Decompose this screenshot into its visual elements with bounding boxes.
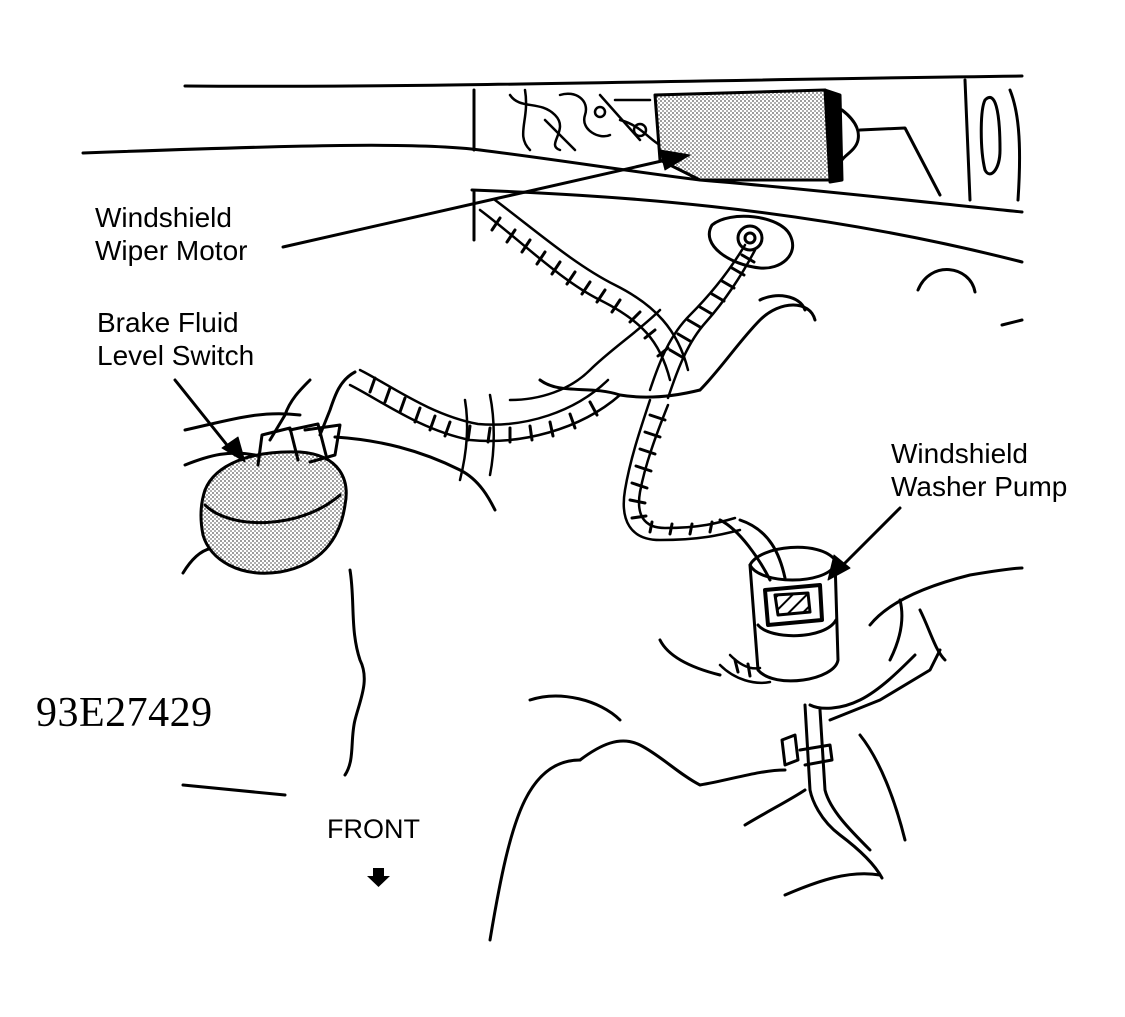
front-direction-label: FRONT [327,814,420,844]
washer-pump [718,518,840,683]
figure-id: 93E27429 [36,690,213,736]
washer-pump-label-line2: Washer Pump [891,471,1068,502]
washer-pump-label: Windshield Washer Pump [891,437,1067,503]
fender-outline [780,566,1024,880]
wiper-motor [653,88,942,197]
wiper-motor-label-line1: Windshield [95,202,232,233]
harness-ties [368,216,756,678]
brake-switch-label: Brake Fluid Level Switch [97,306,254,372]
grommet [708,214,1024,327]
firewall-outline [181,303,882,942]
wiring-harness [348,198,772,684]
washer-pump-label-line1: Windshield [891,438,1028,469]
leader-arrowheads [221,149,851,581]
leader-lines [173,156,902,575]
arrow-down-icon [367,868,390,887]
brake-fluid-reservoir [199,370,357,575]
wiper-motor-label: Windshield Wiper Motor [95,201,247,267]
wiper-linkage [508,88,662,152]
wiper-motor-label-line2: Wiper Motor [95,235,248,266]
brake-switch-label-line2: Level Switch [97,340,255,371]
brake-switch-label-line1: Brake Fluid [97,307,239,338]
